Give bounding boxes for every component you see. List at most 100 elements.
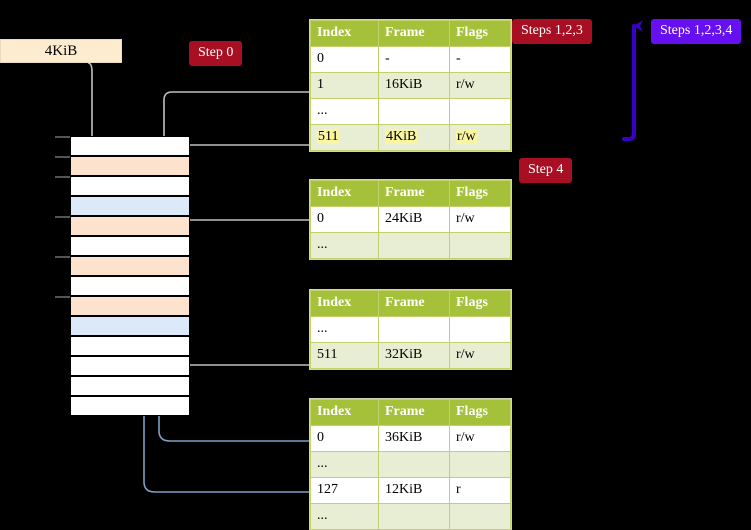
table-row: ... (310, 98, 511, 125)
table-row: ... (310, 451, 511, 478)
column-header-index: Index (310, 20, 379, 47)
memory-tick (55, 216, 70, 218)
table-row: 0-- (310, 46, 511, 73)
badge-steps-123-label: Steps 1,2,3 (521, 23, 583, 38)
cell-flags: r/w (449, 425, 511, 452)
wire-4kib-to-memory (87, 62, 99, 156)
cell-frame (378, 316, 450, 343)
cell-frame: 4KiB (378, 124, 450, 151)
memory-cell (70, 156, 190, 176)
cell-flags (449, 451, 511, 478)
memory-tick (55, 296, 70, 298)
cell-index: 1 (310, 72, 379, 99)
table-header-row: Index Frame Flags (310, 20, 511, 47)
column-header-flags: Flags (449, 20, 511, 47)
wire-pml4-row1-to-memory (163, 91, 311, 156)
cell-flags (449, 232, 511, 259)
badge-step-0-label: Step 0 (198, 45, 234, 60)
column-header-index: Index (310, 180, 379, 207)
column-header-flags: Flags (449, 290, 511, 317)
memory-cell (70, 176, 190, 196)
cell-index: ... (310, 503, 379, 530)
cell-index: ... (310, 232, 379, 259)
cell-frame: 12KiB (378, 477, 450, 504)
memory-cell (70, 136, 190, 156)
physical-memory-grid (55, 136, 190, 416)
column-header-frame: Frame (378, 290, 450, 317)
column-header-index: Index (310, 399, 379, 426)
cell-index: 0 (310, 425, 379, 452)
badge-steps-1234: Steps 1,2,3,4 (651, 19, 742, 44)
cell-flags (449, 503, 511, 530)
cell-flags: r (449, 477, 511, 504)
memory-cell (70, 196, 190, 216)
cell-flags: - (449, 46, 511, 73)
memory-block-4kib: 4KiB (0, 39, 122, 63)
memory-cell (70, 216, 190, 236)
memory-cell (70, 356, 190, 376)
cell-flags: r/w (449, 124, 511, 151)
column-header-flags: Flags (449, 180, 511, 207)
badge-step-0: Step 0 (189, 41, 243, 66)
cell-flags: r/w (449, 206, 511, 233)
memory-cell (70, 276, 190, 296)
cell-index: 0 (310, 206, 379, 233)
table-row: 511 4KiB r/w (310, 124, 511, 151)
memory-tick (55, 136, 70, 138)
memory-block-label: 4KiB (44, 42, 78, 59)
cell-frame (378, 232, 450, 259)
cell-frame (378, 503, 450, 530)
cell-index: 0 (310, 46, 379, 73)
column-header-flags: Flags (449, 399, 511, 426)
column-header-frame: Frame (378, 20, 450, 47)
cell-flags (449, 316, 511, 343)
column-header-index: Index (310, 290, 379, 317)
cell-frame: 36KiB (378, 425, 450, 452)
cell-frame: - (378, 46, 450, 73)
memory-tick (55, 156, 70, 158)
cell-flags: r/w (449, 342, 511, 369)
memory-cell (70, 396, 190, 416)
memory-cell (70, 376, 190, 396)
table-row: ... (310, 316, 511, 343)
highlight-span: 4KiB (385, 129, 418, 144)
table-header-row: Index Frame Flags (310, 399, 511, 426)
wire-pt-row127-to-memory (143, 209, 311, 493)
wire-pt-row0-to-memory (158, 322, 311, 442)
wire-pd-row511-to-memory (177, 299, 311, 366)
cell-frame (378, 451, 450, 478)
memory-cell (70, 296, 190, 316)
table-header-row: Index Frame Flags (310, 290, 511, 317)
table-row: ... (310, 503, 511, 530)
cell-index: ... (310, 98, 379, 125)
highlight-span: 511 (317, 129, 340, 144)
wire-pdpt-row0-to-memory (177, 219, 311, 249)
cell-index: 511 (310, 124, 379, 151)
cell-frame: 32KiB (378, 342, 450, 369)
cell-frame: 24KiB (378, 206, 450, 233)
memory-cell (70, 316, 190, 336)
badge-steps-123: Steps 1,2,3 (512, 19, 592, 44)
cell-frame: 16KiB (378, 72, 450, 99)
cell-index: ... (310, 316, 379, 343)
memory-tick (55, 176, 70, 178)
cell-flags (449, 98, 511, 125)
table-row: ... (310, 232, 511, 259)
highlight-span: r/w (456, 129, 477, 144)
cell-index: 127 (310, 477, 379, 504)
badge-steps-1234-label: Steps 1,2,3,4 (660, 23, 733, 38)
